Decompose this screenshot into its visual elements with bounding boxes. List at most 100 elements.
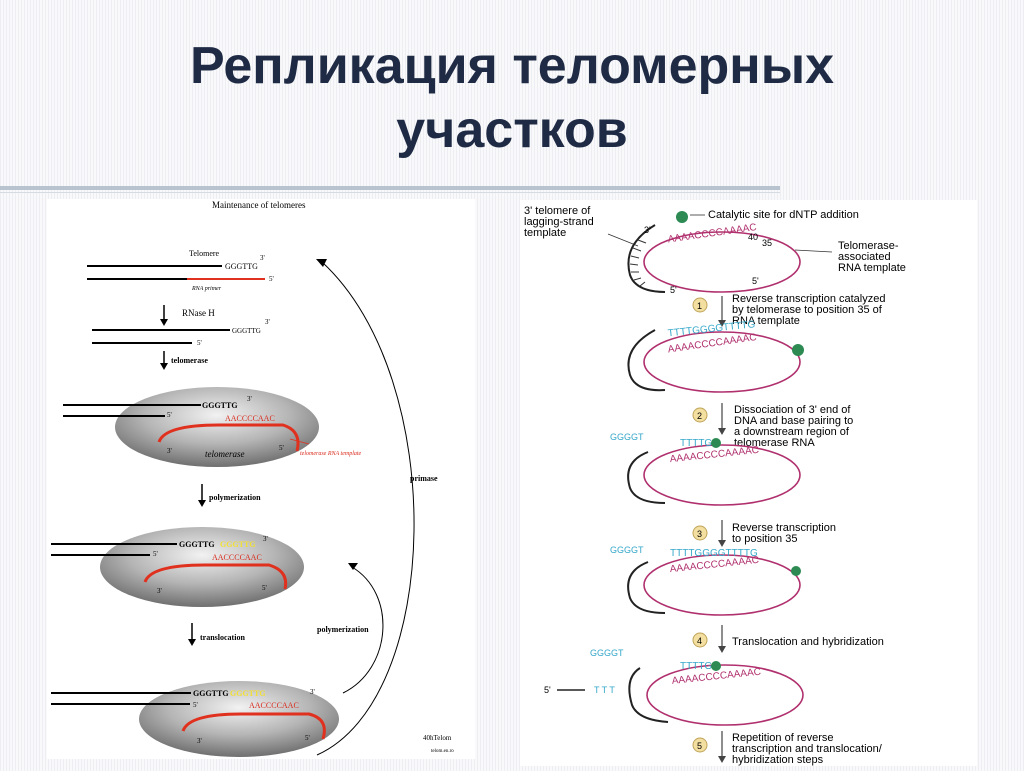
assoc-pointer (794, 249, 833, 253)
lagging-template-label-3: template (524, 227, 566, 239)
rna-template-arc-1 (157, 423, 300, 452)
step-2-line-4: telomerase RNA (734, 437, 815, 449)
polymerization-label-2: polymerization (317, 625, 369, 634)
telomerase-enzyme-1 (115, 387, 319, 467)
rna-loop-3 (643, 554, 801, 616)
title-divider (0, 186, 780, 190)
five-prime-1: 5' (269, 275, 274, 283)
five-prime-3b: 5' (279, 444, 284, 452)
step-1: 1 Reverse transcription catalyzed by tel… (692, 293, 885, 327)
rna-primer-label: RNA primer (191, 286, 222, 292)
lagging-template-label-1: 3' telomere of (524, 205, 591, 217)
rna-seq-0: AAAACCCCAAAAC (667, 222, 757, 245)
step-2-badge (692, 407, 708, 423)
dna-strand-0 (627, 224, 666, 293)
loop-seq-2: GGGGT (610, 432, 644, 442)
loop-seq-4: GGGGT (590, 648, 624, 658)
arrow-2-head (160, 363, 168, 370)
t-seq-4: T T T (594, 685, 615, 695)
telomerase-mechanism-diagram: 3' telomere of lagging-strand template C… (524, 205, 906, 766)
polymerization-arrow-head (348, 563, 358, 570)
step-4-line-1: Translocation and hybridization (732, 636, 884, 648)
seq-3: GGGTTG (202, 401, 238, 410)
rna-loop-1 (643, 331, 801, 393)
step-5-number: 5 (697, 741, 702, 751)
template-label: telomerase RNA template (300, 451, 362, 457)
lagging-template-pointer (607, 233, 639, 247)
telomerase-enzyme-3 (139, 681, 339, 757)
ext-seq-4: TTTTG (680, 661, 712, 672)
rna-template-assoc-3: RNA template (838, 262, 906, 274)
step-5: 5 Repetition of reverse transcription an… (692, 731, 883, 766)
arrow-1-head (160, 319, 168, 326)
step-2-line-1: Dissociation of 3' end of (734, 404, 851, 416)
five-prime-3: 5' (167, 411, 172, 419)
stage-3: GGGGT TTTTGGGGTTTTG AAAACCCCAAAAC (610, 545, 801, 616)
dna-strand-2 (627, 451, 666, 504)
rna-loop-0 (643, 231, 801, 293)
step-1-badge (692, 297, 708, 313)
diagram-heading: Maintenance of telomeres (212, 200, 306, 210)
seq-5: GGGTTG (193, 689, 229, 698)
step-5-arrow-head (718, 756, 726, 763)
three-prime-5: 3' (310, 688, 315, 696)
stage0-5prime-left: 5' (670, 285, 677, 295)
ext-seq-3: TTTTGGGGTTTTG (670, 548, 758, 559)
seq-4: GGGTTG (179, 540, 215, 549)
step-3-number: 3 (697, 529, 702, 539)
rna-template-seq-1: AACCCCAAC (225, 414, 275, 423)
primase-arrow-head (316, 259, 327, 267)
step-1-line-2: by telomerase to position 35 of (732, 304, 883, 316)
step-3: 3 Reverse transcription to position 35 (692, 520, 836, 547)
rnase-label: RNase H (182, 308, 215, 318)
step-4-badge (692, 632, 708, 648)
five-prime-4: 5' (153, 550, 158, 558)
stage-1: TTTTGGGGTTTTG AAAACCCCAAAAC (627, 319, 804, 393)
stage-0: AAAACCCCAAAAC 40 35 3' 5' 5' (627, 211, 801, 295)
catalytic-site-icon-1 (792, 344, 804, 356)
three-prime-3: 3' (247, 395, 252, 403)
dna-strand-4 (628, 667, 669, 723)
seq-2: GGGTTG (232, 327, 261, 335)
rna-template-arc-2 (143, 563, 288, 590)
primase-cycle-arrow (316, 261, 415, 756)
stage4-5prime: 5' (544, 685, 551, 695)
step-1-line-1: Reverse transcription catalyzed (732, 293, 885, 305)
seq-1: GGGTTG (225, 262, 258, 271)
telomerase-step-label: telomerase (171, 356, 208, 365)
seq-4-new: GGGTTG (220, 540, 256, 549)
step-5-badge (692, 737, 708, 753)
telomerase-enzyme-2 (100, 527, 304, 607)
footer-label-1: 40hTelom (423, 734, 452, 742)
rna-loop-2 (643, 444, 801, 506)
three-prime-3b: 3' (167, 447, 172, 455)
step-3-arrow-head (718, 540, 726, 547)
step-5-line-3: hybridization steps (732, 754, 824, 766)
dna-ticks-0 (629, 239, 647, 287)
step-1-arrow-head (718, 320, 726, 327)
catalytic-site-icon-3 (791, 566, 801, 576)
polymerization-cycle-arrow (342, 566, 384, 694)
rna-template-seq-2: AACCCCAAC (212, 553, 262, 562)
arrow-4-head (188, 639, 196, 646)
step-2: 2 Dissociation of 3' end of DNA and base… (692, 403, 853, 449)
polymerization-label-1: polymerization (209, 493, 261, 502)
footer-label-2: telom.en.ro (431, 749, 454, 754)
step-2-arrow-head (718, 428, 726, 435)
step-3-line-1: Reverse transcription (732, 522, 836, 534)
step-4-arrow-head (718, 646, 726, 653)
five-prime-5: 5' (193, 701, 198, 709)
page-title: Репликация теломерных участков (0, 34, 1024, 162)
rna-template-assoc-1: Telomerase- (838, 240, 899, 252)
step-5-line-2: transcription and translocation/ (732, 743, 883, 755)
primase-label: primase (410, 474, 438, 483)
five-prime-2: 5' (197, 339, 202, 347)
three-prime-4b: 3' (157, 587, 162, 595)
step-1-number: 1 (697, 301, 702, 311)
step-2-line-2: DNA and base pairing to (734, 415, 853, 427)
step-4-number: 4 (697, 636, 702, 646)
rna-loop-4 (646, 664, 804, 726)
step-2-number: 2 (697, 411, 702, 421)
three-prime-5b: 3' (197, 737, 202, 745)
catalytic-site-icon-4 (711, 661, 721, 671)
